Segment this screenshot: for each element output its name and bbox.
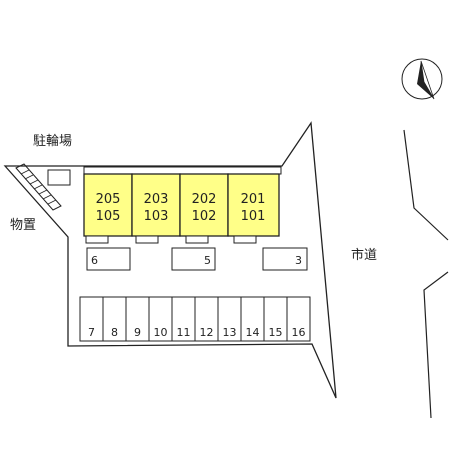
unit-lower-number: 101 [241, 209, 266, 224]
parking-space-9: 9 [125, 296, 150, 342]
parking-space-13: 13 [217, 296, 242, 342]
unit-203-103: 203 103 [131, 173, 181, 244]
front-space-5: 5 [171, 247, 216, 271]
space-number: 10 [154, 326, 168, 339]
north-arrow-icon [401, 58, 443, 100]
unit-lower-number: 102 [192, 209, 217, 224]
space-number: 13 [223, 326, 237, 339]
space-number: 9 [134, 326, 141, 339]
space-number: 3 [295, 254, 302, 267]
front-spaces: 6 5 3 [86, 247, 308, 271]
space-number: 14 [246, 326, 260, 339]
unit-upper-number: 202 [192, 192, 217, 207]
space-number: 12 [200, 326, 214, 339]
storage-shed [15, 163, 62, 211]
space-number: 6 [91, 254, 98, 267]
city-road-label: 市道 [351, 247, 377, 263]
parking-space-14: 14 [240, 296, 265, 342]
building-units: 205 105 203 103 202 102 201 101 [83, 173, 280, 244]
unit-205-105: 205 105 [83, 173, 133, 244]
bicycle-parking [47, 169, 71, 186]
unit-upper-number: 201 [241, 192, 266, 207]
space-number: 7 [88, 326, 95, 339]
parking-space-15: 15 [263, 296, 288, 342]
space-number: 8 [111, 326, 118, 339]
parking-space-7: 7 [79, 296, 104, 342]
bicycle-parking-label: 駐輪場 [33, 133, 72, 149]
building-roof-strip [83, 166, 282, 175]
unit-lower-number: 105 [96, 209, 121, 224]
parking-space-10: 10 [148, 296, 173, 342]
parking-space-8: 8 [102, 296, 127, 342]
site-boundary [3, 121, 337, 399]
space-number: 16 [292, 326, 306, 339]
front-space-3: 3 [262, 247, 308, 271]
parking-space-11: 11 [171, 296, 196, 342]
parking-space-12: 12 [194, 296, 219, 342]
space-number: 5 [204, 254, 211, 267]
space-number: 15 [269, 326, 283, 339]
parking-space-16: 16 [286, 296, 311, 342]
road-edge-lower [423, 271, 449, 419]
space-number: 11 [177, 326, 191, 339]
parking-row: 7 8 9 10 11 12 13 14 [79, 296, 311, 342]
storage-label: 物置 [10, 218, 36, 233]
unit-lower-number: 103 [144, 209, 169, 224]
unit-202-102: 202 102 [179, 173, 229, 244]
front-space-6: 6 [86, 247, 131, 271]
unit-201-101: 201 101 [227, 173, 280, 244]
unit-upper-number: 203 [144, 192, 169, 207]
unit-upper-number: 205 [96, 192, 121, 207]
road-edge-upper [403, 129, 449, 241]
